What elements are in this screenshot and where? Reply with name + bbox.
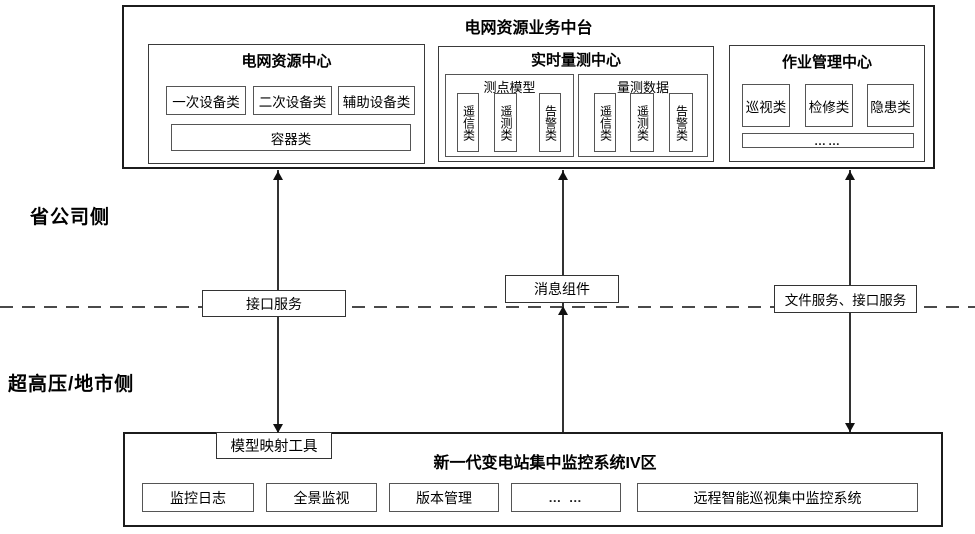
substation-system-title: 新一代变电站集中监控系统IV区 [433, 455, 657, 472]
group-measurement-point-model: 测点模型 遥信类 遥测类 告警类 [445, 74, 574, 157]
center-operation-management: 作业管理中心 巡视类 检修类 隐患类 …… [729, 45, 925, 162]
model-mapping-tool: 模型映射工具 [216, 432, 332, 459]
group-measurement-data: 量测数据 遥信类 遥测类 告警类 [578, 74, 708, 157]
group-measurement-point-model-label: 测点模型 [483, 80, 536, 95]
platform-container: 电网资源业务中台 电网资源中心 一次设备类 二次设备类 辅助设备类 容器类 实时… [122, 5, 935, 169]
item-panoramic-monitoring: 全景监视 [266, 483, 377, 512]
item-primary-equipment: 一次设备类 [166, 86, 246, 115]
arrow-up-right-icon [845, 171, 855, 180]
vitem-alarm: 告警类 [539, 93, 561, 152]
service-interface: 接口服务 [202, 290, 346, 317]
service-file-interface: 文件服务、接口服务 [774, 285, 917, 313]
item-remote-intelligent-patrol-system: 远程智能巡视集中监控系统 [637, 483, 918, 512]
arrow-up-middle-icon [558, 171, 568, 180]
item-maintenance-class: 检修类 [805, 84, 853, 127]
center-realtime-measurement: 实时量测中心 测点模型 遥信类 遥测类 告警类 量测数据 遥信类 遥测类 告警类 [438, 46, 714, 162]
label-uhv-city-side: 超高压/地市侧 [8, 374, 135, 395]
item-hazard-class: 隐患类 [867, 84, 914, 127]
substation-system-container: 新一代变电站集中监控系统IV区 模型映射工具 监控日志 全景监视 版本管理 … … [123, 432, 943, 527]
platform-title: 电网资源业务中台 [464, 20, 593, 37]
arrow-up-message-icon [558, 306, 568, 315]
item-version-management: 版本管理 [389, 483, 499, 512]
vitem-alarm: 告警类 [669, 93, 693, 152]
item-patrol-class: 巡视类 [742, 84, 790, 127]
item-ellipsis-bar: …… [742, 133, 914, 148]
vitem-telemetry: 遥测类 [630, 93, 654, 152]
label-province-side: 省公司侧 [30, 207, 111, 228]
vitem-telesignal: 遥信类 [457, 93, 479, 152]
arrow-down-left-icon [273, 424, 283, 433]
item-monitoring-log: 监控日志 [142, 483, 254, 512]
service-message-component: 消息组件 [505, 275, 619, 303]
boundary-dashed-line [0, 306, 975, 308]
item-ellipsis: … … [511, 483, 621, 512]
center-grid-resource-title: 电网资源中心 [241, 53, 332, 70]
item-auxiliary-equipment: 辅助设备类 [338, 86, 415, 115]
arrow-up-left-icon [273, 171, 283, 180]
item-container-class: 容器类 [171, 124, 411, 151]
center-grid-resource: 电网资源中心 一次设备类 二次设备类 辅助设备类 容器类 [148, 44, 425, 164]
group-measurement-data-label: 量测数据 [616, 80, 669, 95]
arrow-down-right-icon [845, 423, 855, 432]
item-secondary-equipment: 二次设备类 [253, 86, 332, 115]
center-operation-title: 作业管理中心 [781, 54, 872, 71]
vitem-telesignal: 遥信类 [594, 93, 616, 152]
center-realtime-title: 实时量测中心 [530, 52, 621, 69]
vitem-telemetry: 遥测类 [494, 93, 517, 152]
